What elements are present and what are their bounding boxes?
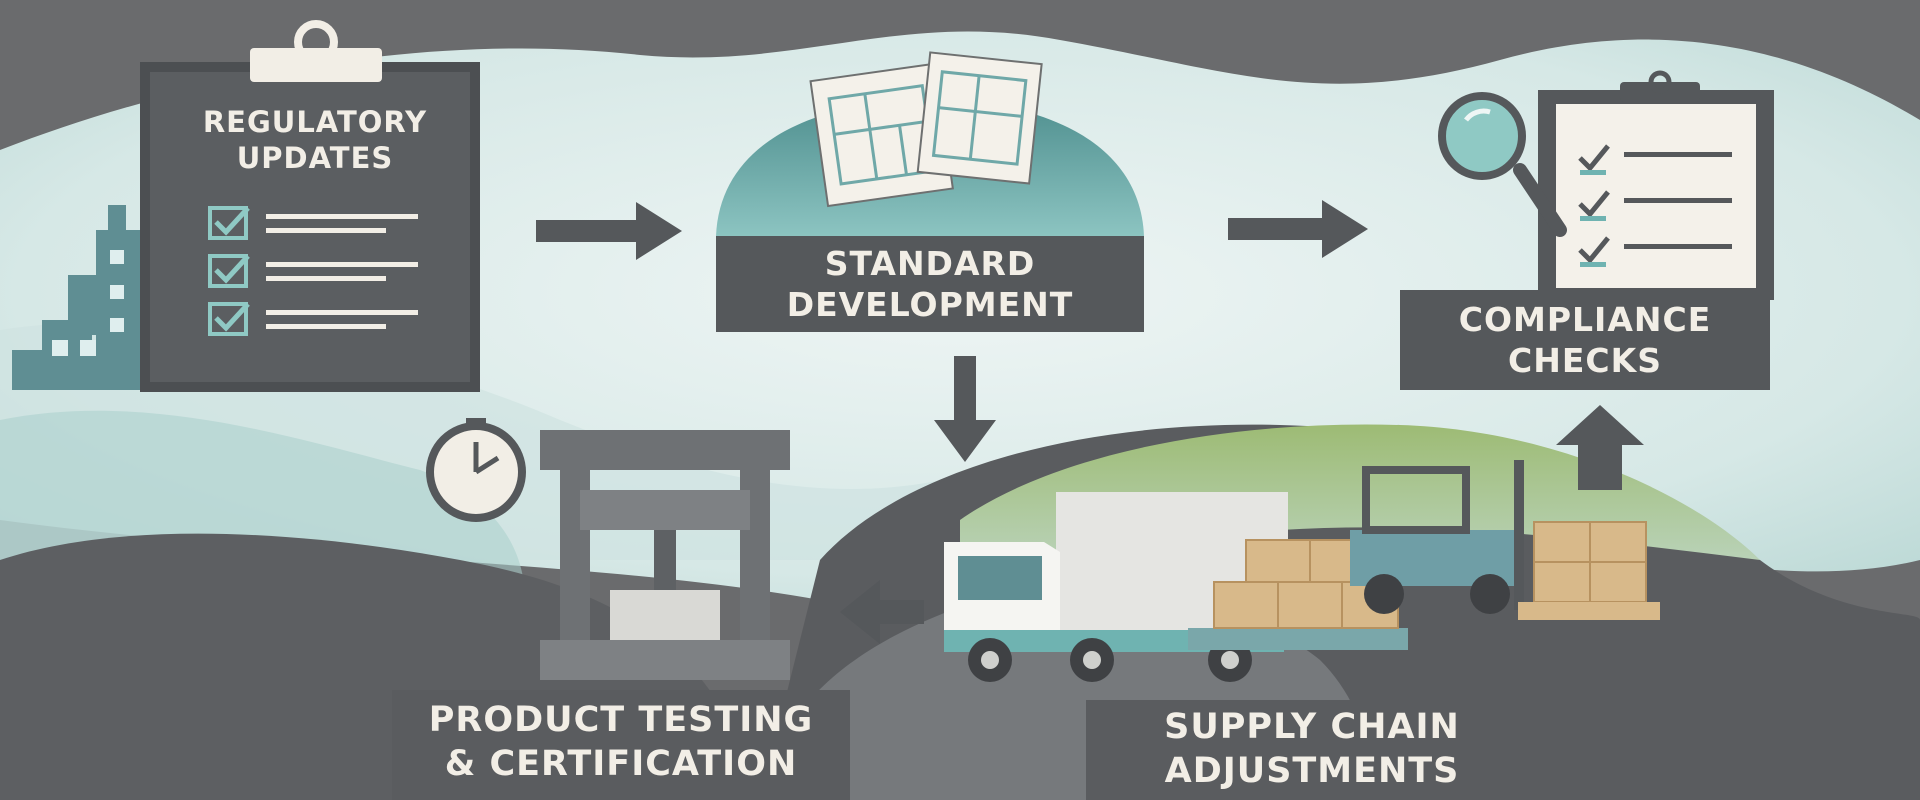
testing-label-bar [392,690,850,800]
forklift-icon [1350,460,1524,614]
step-label-line: STANDARD [824,243,1036,283]
step-regulatory-updates: REGULATORY UPDATES [160,100,470,180]
clipboard-icon [140,20,480,392]
supply-label-bar [1086,700,1538,800]
blueprint-documents-icon [809,51,1043,208]
clock-icon [426,418,526,522]
step-label-line: ADJUSTMENTS [1164,751,1460,791]
compliance-label-bar [1400,290,1770,390]
magnifying-glass-icon [1438,92,1567,237]
arrow-right-icon [536,202,682,260]
arrow-left-icon [840,580,924,644]
step-label-line: SUPPLY CHAIN [1164,707,1460,748]
step-standard-development: STANDARD DEVELOPMENT [716,236,1144,332]
step-label-line: REGULATORY [202,104,428,139]
step-label-line: & CERTIFICATION [444,744,798,784]
testing-press-icon [540,430,790,680]
step-compliance-checks: COMPLIANCE CHECKS [1400,290,1770,390]
arrow-right-icon [1228,200,1368,258]
pallet-boxes-icon [1518,521,1660,620]
compliance-clipboard-icon [1538,70,1774,300]
step-label-line: UPDATES [236,141,394,175]
step-label-line: DEVELOPMENT [786,285,1074,324]
standard-label-bar [716,236,1144,332]
arrow-down-icon [934,356,996,462]
step-supply-chain: SUPPLY CHAIN ADJUSTMENTS [1086,700,1538,800]
step-product-testing: PRODUCT TESTING & CERTIFICATION [392,690,850,796]
step-label-line: COMPLIANCE [1458,299,1712,339]
step-label-line: PRODUCT TESTING [428,700,814,741]
arrow-up-icon [1556,405,1644,490]
step-label-line: CHECKS [1508,341,1662,380]
checklist-icon [208,206,418,336]
